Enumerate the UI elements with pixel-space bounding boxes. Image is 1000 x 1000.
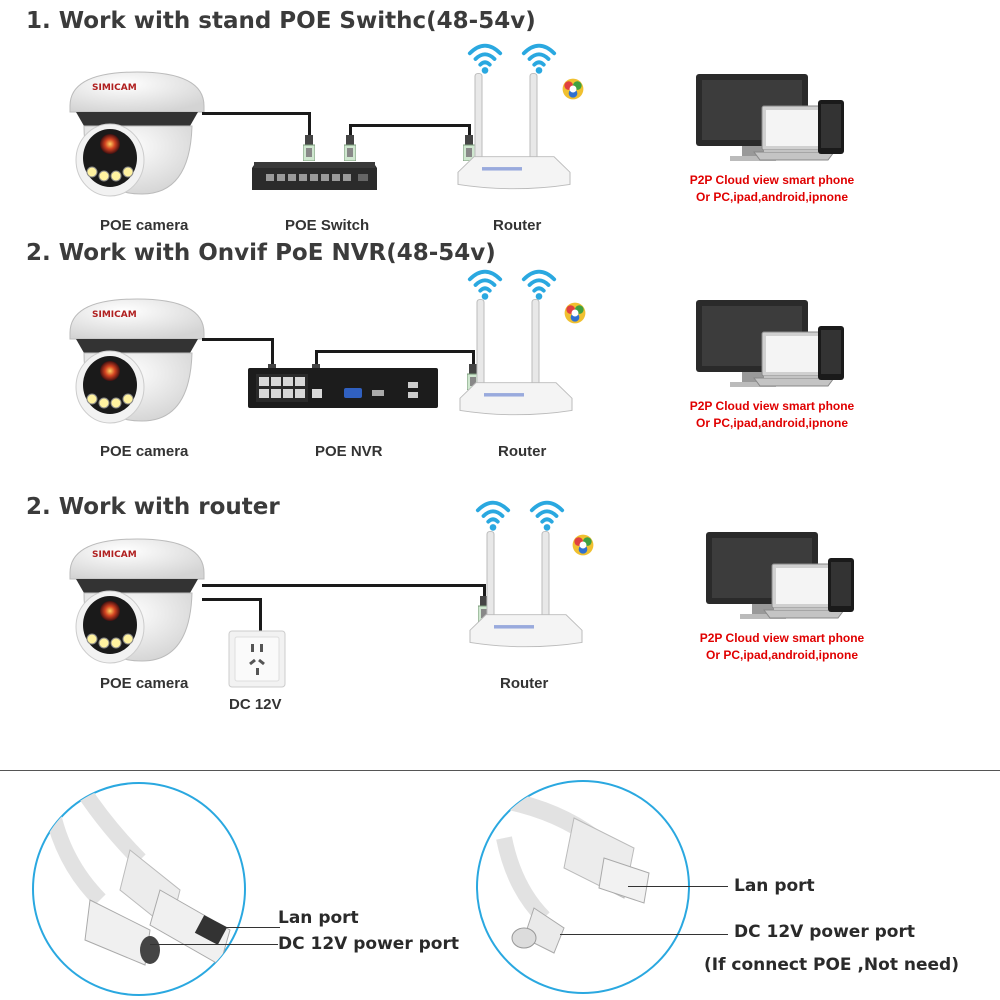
leader-line bbox=[560, 934, 728, 935]
client-caption-line-1: P2P Cloud view smart phone bbox=[689, 173, 855, 187]
client-caption-line-1: P2P Cloud view smart phone bbox=[689, 399, 855, 413]
section-divider bbox=[0, 770, 1000, 771]
cable-line bbox=[308, 112, 311, 140]
cable-line bbox=[349, 124, 352, 140]
cable-line bbox=[483, 584, 486, 600]
wifi-signal-icon bbox=[520, 40, 558, 78]
wifi-signal-icon bbox=[528, 497, 566, 535]
dc-power-label: DC 12V bbox=[229, 696, 282, 713]
dc-power-port-label: DC 12V power port bbox=[278, 934, 459, 954]
wifi-signal-icon bbox=[466, 40, 504, 78]
section-1-heading: 1. Work with stand POE Swithc(48-54v) bbox=[26, 8, 536, 34]
client-caption: P2P Cloud view smart phone Or PC,ipad,an… bbox=[672, 172, 872, 206]
camera-label: POE camera bbox=[100, 217, 189, 234]
section-3-heading: 2. Work with router bbox=[26, 494, 280, 520]
cable-line bbox=[202, 598, 262, 601]
cable-line bbox=[315, 350, 475, 353]
switch-label: POE Switch bbox=[285, 217, 370, 234]
wifi-signal-icon bbox=[474, 497, 512, 535]
client-caption-line-1: P2P Cloud view smart phone bbox=[699, 631, 865, 645]
dc-power-port-label: DC 12V power port bbox=[734, 922, 915, 942]
client-caption: P2P Cloud view smart phone Or PC,ipad,an… bbox=[672, 398, 872, 432]
client-devices-icon bbox=[690, 72, 850, 172]
cable-connector-icon bbox=[476, 780, 690, 994]
wall-outlet-icon bbox=[228, 630, 286, 688]
cable-line bbox=[202, 584, 486, 587]
camera-label: POE camera bbox=[100, 443, 189, 460]
dome-camera-icon bbox=[62, 68, 212, 198]
wifi-signal-icon bbox=[520, 266, 558, 304]
cloud-app-icon bbox=[570, 532, 596, 558]
cloud-app-icon bbox=[560, 76, 586, 102]
poe-note-label: (If connect POE ,Not need) bbox=[704, 955, 959, 975]
nvr-label: POE NVR bbox=[315, 443, 383, 460]
cable-line bbox=[271, 338, 274, 368]
client-devices-icon bbox=[690, 298, 850, 398]
wifi-router-icon bbox=[454, 70, 574, 200]
cable-line bbox=[259, 598, 262, 646]
client-caption-line-2: Or PC,ipad,android,ipnone bbox=[705, 648, 858, 662]
dome-camera-icon bbox=[62, 295, 212, 425]
cable-connector-icon bbox=[32, 782, 246, 996]
wifi-router-icon bbox=[456, 296, 576, 426]
wifi-router-icon bbox=[466, 528, 586, 658]
cable-line bbox=[468, 124, 471, 140]
lan-port-label: Lan port bbox=[278, 908, 359, 928]
poe-switch-icon bbox=[252, 162, 377, 190]
client-caption-line-2: Or PC,ipad,android,ipnone bbox=[695, 416, 848, 430]
router-label: Router bbox=[498, 443, 547, 460]
camera-label: POE camera bbox=[100, 675, 189, 692]
client-caption: P2P Cloud view smart phone Or PC,ipad,an… bbox=[682, 630, 882, 664]
nvr-icon bbox=[248, 368, 438, 408]
cloud-app-icon bbox=[562, 300, 588, 326]
section-2-heading: 2. Work with Onvif PoE NVR(48-54v) bbox=[26, 240, 496, 266]
leader-line bbox=[628, 886, 728, 887]
client-devices-icon bbox=[700, 530, 860, 630]
cable-line bbox=[315, 350, 318, 368]
router-label: Router bbox=[500, 675, 549, 692]
leader-line bbox=[200, 927, 280, 928]
client-caption-line-2: Or PC,ipad,android,ipnone bbox=[695, 190, 848, 204]
dome-camera-icon bbox=[62, 535, 212, 665]
cable-line bbox=[349, 124, 471, 127]
wifi-signal-icon bbox=[466, 266, 504, 304]
leader-line bbox=[150, 944, 278, 945]
cable-line bbox=[202, 338, 274, 341]
cable-line bbox=[472, 350, 475, 368]
cable-line bbox=[202, 112, 310, 115]
router-label: Router bbox=[493, 217, 542, 234]
lan-port-label: Lan port bbox=[734, 876, 815, 896]
